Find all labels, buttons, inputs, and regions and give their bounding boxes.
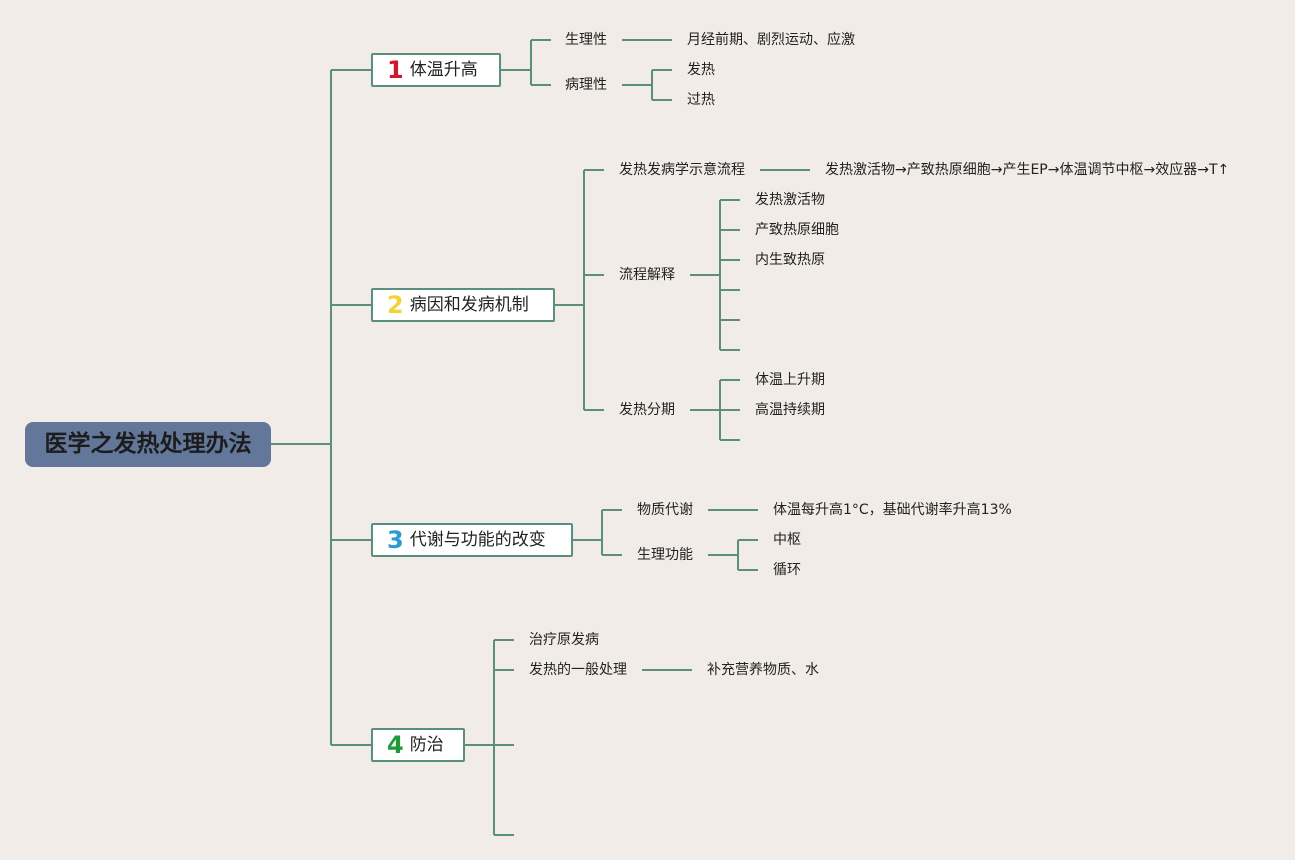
topic-metabolism-detail[interactable]: 体温每升高1°C，基础代谢率升高13%	[773, 502, 1012, 518]
topic-treat-primary[interactable]: 治疗原发病	[529, 632, 599, 648]
root-node[interactable]: 医学之发热处理办法	[25, 422, 271, 467]
topic-pyrogen-cell[interactable]: 产致热原细胞	[755, 222, 839, 238]
branch-1-label: 体温升高	[409, 60, 478, 80]
topic-central[interactable]: 中枢	[773, 532, 801, 548]
topic-fever-flow[interactable]: 发热发病学示意流程	[619, 162, 745, 178]
topic-rising-stage[interactable]: 体温上升期	[755, 372, 825, 388]
topic-fever-flow-detail[interactable]: 发热激活物→产致热原细胞→产生EP→体温调节中枢→效应器→T↑	[825, 162, 1230, 178]
number-4-badge: 4	[387, 731, 404, 759]
topic-physiological[interactable]: 生理性	[565, 32, 607, 48]
topic-metabolism[interactable]: 物质代谢	[637, 502, 693, 518]
branch-3-label: 代谢与功能的改变	[409, 530, 546, 550]
topic-circulation[interactable]: 循环	[773, 562, 801, 578]
topic-pathological[interactable]: 病理性	[565, 77, 607, 93]
topic-fever-activator[interactable]: 发热激活物	[755, 192, 825, 208]
topic-fever-stages[interactable]: 发热分期	[619, 402, 675, 418]
number-2-badge: 2	[387, 291, 404, 319]
topic-fever[interactable]: 发热	[687, 62, 715, 78]
branch-2-label: 病因和发病机制	[409, 295, 529, 315]
topic-general-treatment[interactable]: 发热的一般处理	[529, 662, 627, 678]
topic-plateau-stage[interactable]: 高温持续期	[755, 402, 825, 418]
topic-general-treatment-detail[interactable]: 补充营养物质、水	[707, 662, 819, 678]
topic-hyperthermia[interactable]: 过热	[687, 92, 715, 108]
branch-4-label: 防治	[409, 735, 444, 755]
number-3-badge: 3	[387, 526, 404, 554]
number-1-badge: 1	[387, 56, 404, 84]
topic-flow-explanation[interactable]: 流程解释	[619, 267, 675, 283]
topic-physiological-function[interactable]: 生理功能	[637, 547, 693, 563]
topic-physiological-detail[interactable]: 月经前期、剧烈运动、应激	[687, 32, 855, 48]
topic-endogenous-pyrogen[interactable]: 内生致热原	[755, 252, 825, 268]
